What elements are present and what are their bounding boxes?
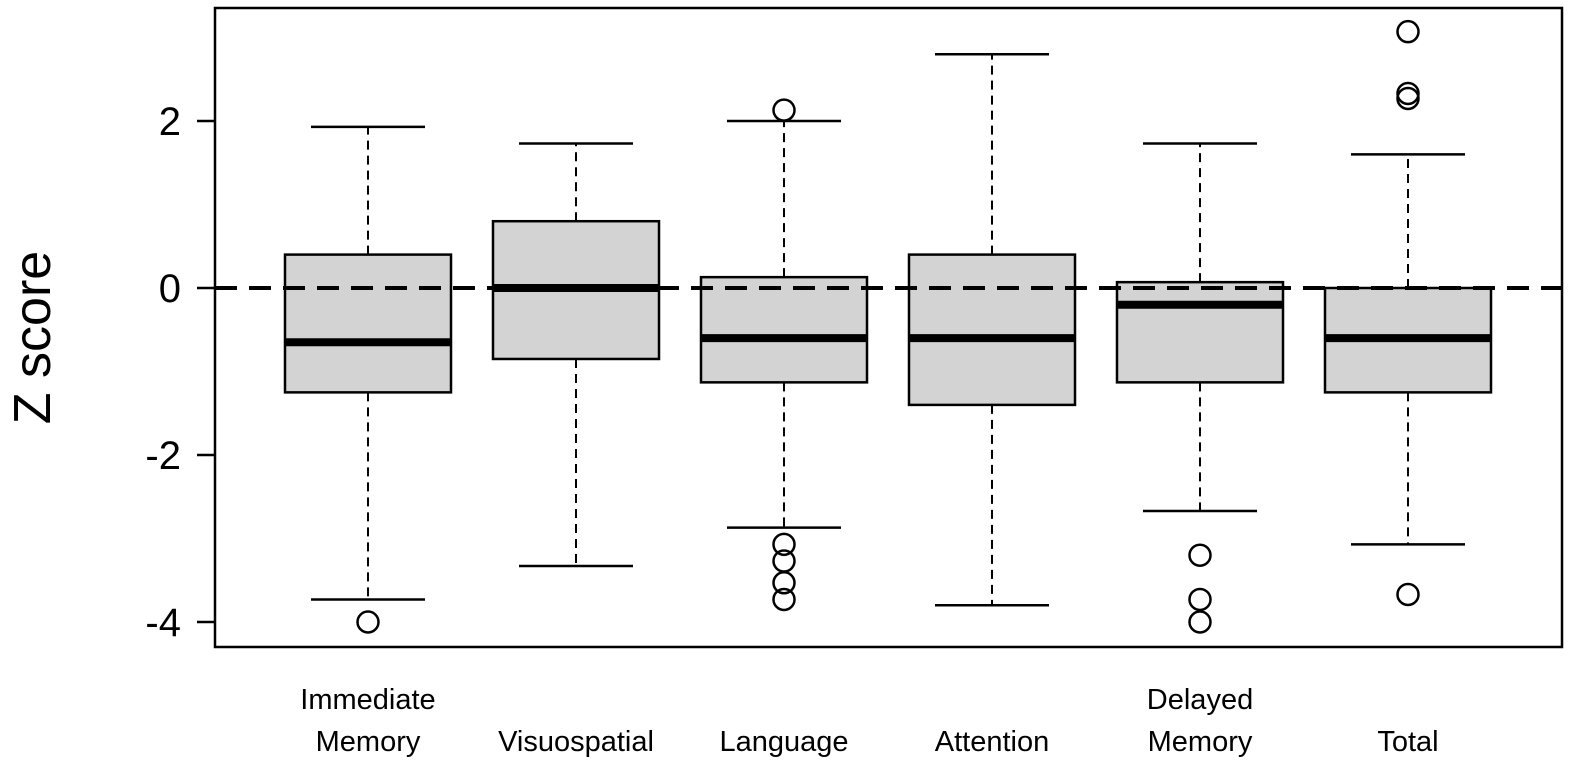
outlier-point bbox=[1396, 81, 1420, 106]
category-label: Immediate bbox=[300, 684, 435, 716]
category-label: Total bbox=[1377, 726, 1438, 758]
plot-boxes bbox=[283, 19, 1493, 634]
outlier-point bbox=[1188, 587, 1212, 612]
plot-frame bbox=[213, 6, 1564, 649]
outlier-point bbox=[772, 571, 796, 595]
category-label: Language bbox=[719, 726, 848, 758]
y-tick-label: -4 bbox=[145, 601, 181, 645]
outlier-point bbox=[356, 610, 380, 634]
y-tick-label: -2 bbox=[145, 434, 181, 478]
box-group bbox=[907, 52, 1077, 607]
y-axis: -4 -2 0 2 bbox=[145, 100, 215, 645]
outlier-point bbox=[1396, 19, 1420, 44]
outlier-point bbox=[1188, 543, 1212, 567]
box-group bbox=[491, 142, 661, 568]
iqr-box bbox=[1115, 280, 1285, 384]
outlier-point bbox=[1188, 610, 1212, 634]
iqr-box bbox=[283, 253, 453, 394]
box-group bbox=[283, 125, 453, 634]
box-group bbox=[699, 98, 869, 612]
iqr-box bbox=[699, 275, 869, 384]
box-group bbox=[1323, 19, 1493, 607]
outlier-point bbox=[772, 532, 796, 557]
y-axis-title: Z score bbox=[4, 251, 62, 424]
category-label: Attention bbox=[935, 726, 1049, 758]
iqr-box bbox=[907, 253, 1077, 407]
category-label: Memory bbox=[316, 726, 421, 758]
y-tick-label: 2 bbox=[159, 100, 181, 144]
outlier-point bbox=[1396, 86, 1420, 111]
category-label: Visuospatial bbox=[498, 726, 654, 758]
box-group bbox=[1115, 142, 1285, 634]
outlier-point bbox=[1396, 582, 1420, 607]
outlier-point bbox=[772, 587, 796, 612]
category-label: Delayed bbox=[1147, 684, 1253, 716]
category-label: Memory bbox=[1148, 726, 1253, 758]
y-tick-label: 0 bbox=[159, 267, 181, 311]
outlier-point bbox=[772, 98, 796, 122]
